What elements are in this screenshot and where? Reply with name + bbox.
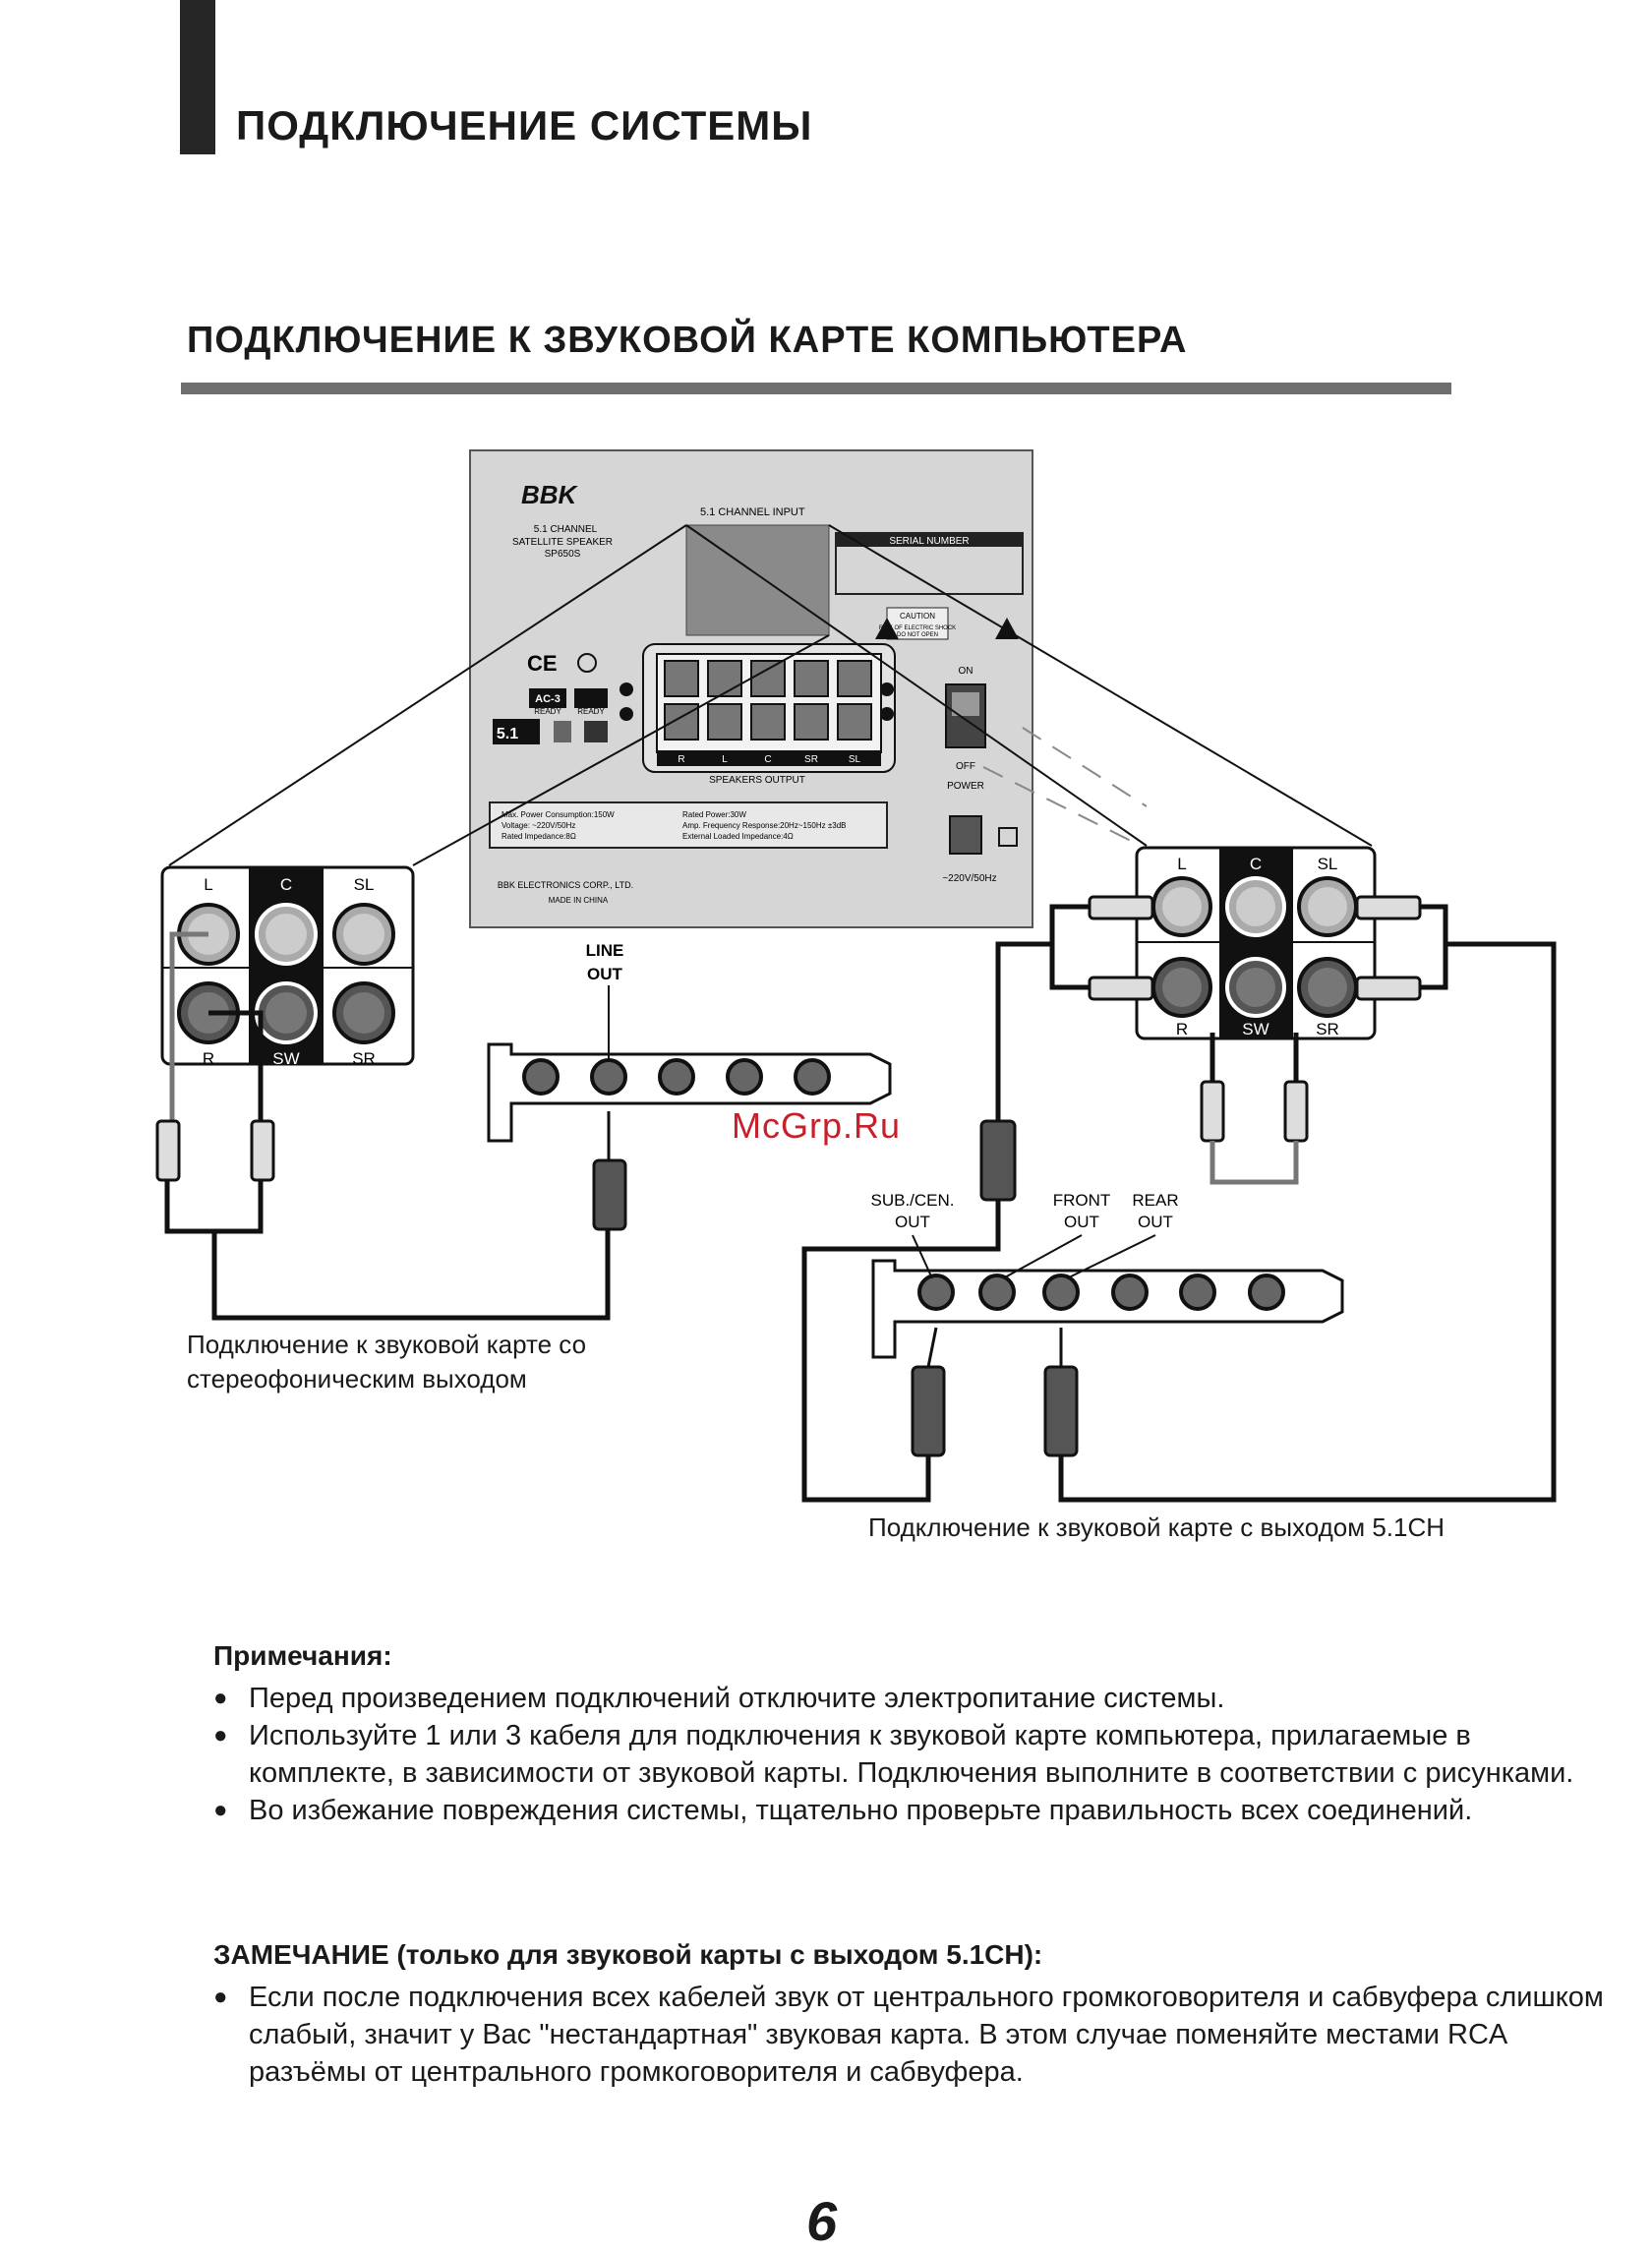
svg-text:OUT: OUT [1138,1213,1173,1231]
logo-icon [554,721,571,742]
svg-text:MADE IN CHINA: MADE IN CHINA [549,896,609,905]
front-out-label: FRONT [1053,1191,1111,1210]
svg-text:CAUTION: CAUTION [900,612,935,621]
section-title: ПОДКЛЮЧЕНИЕ СИСТЕМЫ [236,102,813,148]
svg-text:Max. Power Consumption:150W: Max. Power Consumption:150W [502,810,615,819]
svg-text:SL: SL [1318,855,1338,873]
speaker-channel-label: SL [849,754,861,765]
connection-diagram: BBK 5.1 CHANNEL SATELLITE SPEAKER SP650S… [155,449,1557,1503]
watermark: McGrp.Ru [732,1105,902,1146]
svg-text:Rated Power:30W: Rated Power:30W [682,810,746,819]
stereo-cable [164,931,611,1321]
speaker-channel-label: L [722,754,728,765]
power-socket [949,815,982,855]
certification-icon [577,653,597,673]
svg-text:POWER: POWER [947,781,984,792]
list-item: Во избежание повреждения системы, тщател… [213,1792,1620,1829]
svg-text:OUT: OUT [1064,1213,1099,1231]
svg-text:READY: READY [534,707,561,716]
speakers-output-label: SPEAKERS OUTPUT [709,775,805,786]
jack-label-sw: SW [272,1049,299,1068]
list-item: Если после подключения всех кабелей звук… [213,1979,1629,2091]
svg-text:READY: READY [577,707,605,716]
ce-mark-icon: CE [527,651,558,676]
sound-card-stereo: LINE OUT [487,941,892,1231]
input-label: 5.1 CHANNEL INPUT [700,506,805,518]
projection-lines [168,524,1373,866]
sub-cen-out-label: SUB./CEN. [870,1191,954,1210]
mini-jack-plug [911,1365,946,1457]
badge-ac3: AC-3 [535,693,560,705]
subsection-title: ПОДКЛЮЧЕНИЕ К ЗВУКОВОЙ КАРТЕ КОМПЬЮТЕРА [187,320,1188,361]
svg-text:DO NOT OPEN: DO NOT OPEN [897,632,938,638]
jack-label-sr: SR [352,1049,376,1068]
rca-plug [155,1119,275,1182]
remark-title: ЗАМЕЧАНИЕ (только для звуковой карты с в… [213,1939,1043,1970]
badge-51: 5.1 [497,726,518,742]
svg-text:OFF: OFF [956,761,975,772]
svg-text:C: C [1250,855,1262,873]
logo-icon [584,721,608,742]
speaker-channel-label: R [678,754,684,765]
mini-jack-plug [1043,1365,1079,1457]
caption-stereo-line-2: стереофоническим выходом [187,1364,527,1393]
mini-jack-plug [979,1119,1017,1202]
line-out-label: LINE [586,941,624,960]
jack-label-l: L [204,875,212,894]
multichannel-cables [801,904,1557,1503]
rca-jack [1151,876,1358,1018]
remark-list: Если после подключения всех кабелей звук… [213,1979,1629,2091]
caution-box [886,607,949,640]
svg-text:L: L [1177,855,1186,873]
specs-box [489,801,888,849]
svg-text:ON: ON [959,666,974,677]
speaker-channel-label: C [764,754,771,765]
svg-text:SR: SR [1316,1020,1339,1038]
svg-text:OUT: OUT [895,1213,930,1231]
terminal-grid [664,660,872,741]
svg-text:RISK OF ELECTRIC SHOCK: RISK OF ELECTRIC SHOCK [879,625,956,631]
speaker-channel-label: SR [804,754,818,765]
svg-text:Voltage: ~220V/50Hz: Voltage: ~220V/50Hz [502,821,575,830]
brand-logo: BBK [521,480,579,509]
rca-block-left: L C SL R SW SR [160,865,415,1068]
svg-text:External Loaded Impedance:4Ω: External Loaded Impedance:4Ω [682,832,794,841]
model-line-2: SATELLITE SPEAKER [512,537,613,548]
serial-label: SERIAL NUMBER [889,536,969,547]
jack-label-sl: SL [354,875,375,894]
rear-out-label: REAR [1132,1191,1178,1210]
double-insulation-icon [998,827,1018,847]
svg-text:OUT: OUT [587,965,623,983]
rca-block-right: L C SL R SW SR [1088,846,1422,1143]
speaker-back-panel: BBK 5.1 CHANNEL SATELLITE SPEAKER SP650S… [469,449,1033,928]
svg-text:Amp. Frequency Response:20Hz~1: Amp. Frequency Response:20Hz~150Hz ±3dB [682,821,846,830]
model-line-3: SP650S [545,549,581,560]
notes-title: Примечания: [213,1640,392,1671]
svg-text:BBK ELECTRONICS CORP., LTD.: BBK ELECTRONICS CORP., LTD. [498,880,633,890]
caption-stereo-line-1: Подключение к звуковой карте со [187,1330,587,1359]
jack-label-c: C [280,875,292,894]
page-number: 6 [806,2190,838,2252]
list-item: Перед произведением подключений отключит… [213,1680,1620,1717]
caption-multichannel: Подключение к звуковой карте с выходом 5… [868,1512,1446,1542]
mini-jack-plug [592,1158,627,1231]
warning-icon [875,618,899,639]
notes-list: Перед произведением подключений отключит… [213,1680,1620,1829]
dts-badge-icon [574,688,608,708]
rca-plug [1088,895,1422,1143]
svg-text:Rated Impedance:8Ω: Rated Impedance:8Ω [502,832,576,841]
title-underline [181,383,1451,394]
section-tab-marker [180,0,215,154]
sound-card-51: SUB./CEN. OUT FRONT OUT REAR OUT [870,1191,1344,1457]
svg-text:R: R [1176,1020,1188,1038]
rca-jack [177,903,395,1044]
model-line-1: 5.1 CHANNEL [534,524,598,535]
list-item: Используйте 1 или 3 кабеля для подключен… [213,1717,1620,1792]
input-block [685,524,830,636]
jack-label-r: R [203,1049,214,1068]
svg-text:SW: SW [1242,1020,1268,1038]
speaker-channel-labels: R L C SR SL [678,754,860,765]
svg-text:~220V/50Hz: ~220V/50Hz [942,873,996,884]
